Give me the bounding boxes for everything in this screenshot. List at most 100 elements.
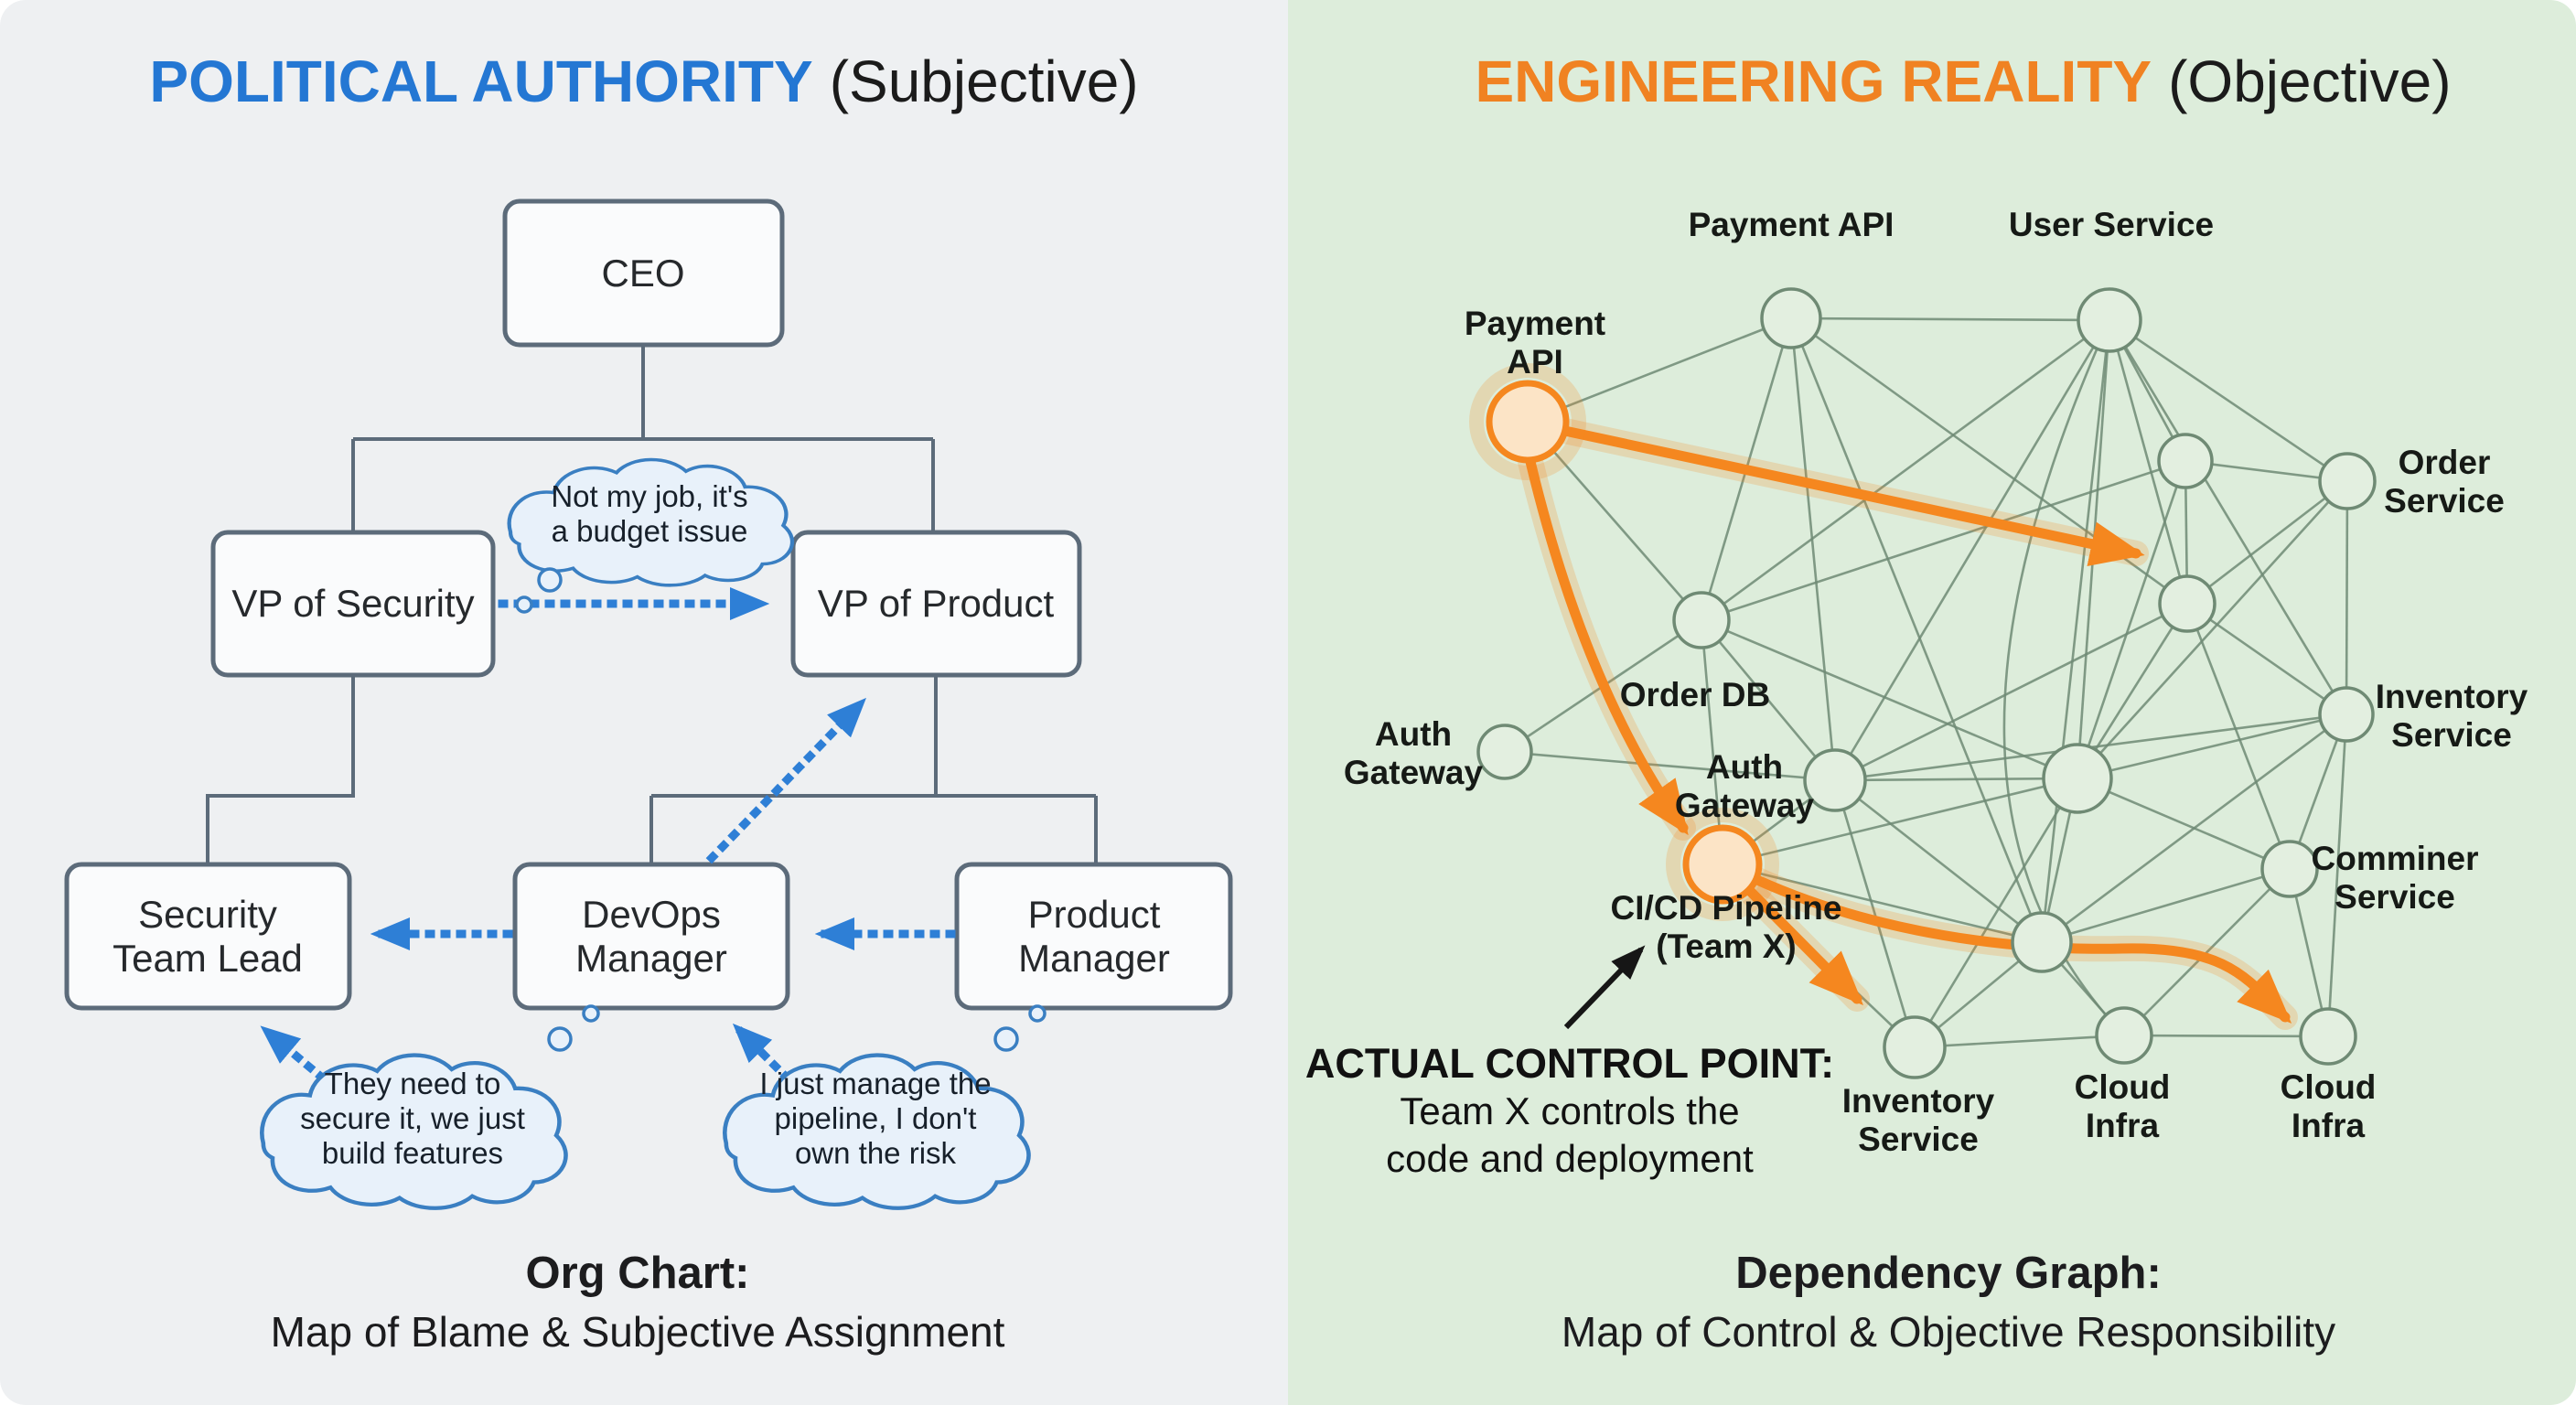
- control-path: [1522, 424, 2292, 1024]
- right-title-main: ENGINEERING REALITY: [1475, 48, 2152, 114]
- secure-cloud-text: They need to secure it, we just build fe…: [300, 1067, 525, 1171]
- node-unlabeled-1: [2157, 433, 2214, 489]
- cicd-line2: (Team X): [1656, 928, 1797, 965]
- annotation-heading: ACTUAL CONTROL POINT:: [1304, 1040, 1835, 1087]
- devops-line1: DevOps: [582, 893, 721, 936]
- pipeline-line3: own the risk: [794, 1136, 957, 1170]
- cicd-label: CI/CD Pipeline (Team X): [1611, 889, 1842, 966]
- inventory-service-label: Inventory Service: [2376, 678, 2528, 755]
- inventory-service-line1: Inventory: [2375, 678, 2528, 715]
- org-chart-connectors: [206, 345, 1098, 864]
- cloud-infra-mid-line1: Cloud: [2074, 1068, 2171, 1106]
- payment-api-label: Payment API: [1465, 305, 1605, 381]
- inventory-service-bottom-line1: Inventory: [1841, 1082, 1995, 1120]
- payment-api-line2: API: [1507, 343, 1563, 381]
- orange-edge-cicd-to-cloudinfra: [1752, 874, 2292, 1024]
- left-title: POLITICAL AUTHORITY (Subjective): [0, 48, 1288, 115]
- inventory-service-line2: Service: [2391, 716, 2512, 754]
- security-team-lead-line1: Security: [138, 893, 277, 936]
- product-line1: Product: [1027, 893, 1161, 936]
- pipeline-line1: I just manage the: [759, 1067, 992, 1100]
- node-cicd-orange: [1682, 824, 1763, 905]
- node-inventory-service: [2318, 686, 2375, 743]
- order-service-line2: Service: [2384, 482, 2505, 520]
- thought-clouds: [262, 460, 1046, 1208]
- vp-product-label: VP of Product: [817, 582, 1055, 625]
- cloud-infra-mid-label: Cloud Infra: [2075, 1068, 2171, 1145]
- cloud-infra-right-label: Cloud Infra: [2281, 1068, 2377, 1145]
- ceo-label: CEO: [601, 252, 685, 295]
- budget-line2: a budget issue: [551, 514, 748, 548]
- node-user-service: [2077, 287, 2142, 353]
- auth-gateway-line2: Gateway: [1674, 787, 1815, 824]
- inventory-service-bottom-label: Inventory Service: [1842, 1082, 1995, 1159]
- pipeline-line2: pipeline, I don't: [774, 1101, 977, 1135]
- comminer-service-label: Comminer Service: [2312, 840, 2479, 917]
- arrow-devops-to-vpproduct: [705, 696, 868, 864]
- devops-line2: Manager: [575, 937, 727, 980]
- left-caption-title: Org Chart:: [525, 1249, 750, 1298]
- arrow-cloud-to-devops: [731, 1022, 793, 1084]
- org-chart-boxes: [64, 198, 1233, 1011]
- left-caption: Org Chart: Map of Blame & Subjective Ass…: [271, 1244, 1005, 1361]
- blame-arrows: [259, 586, 956, 1084]
- product-line2: Manager: [1018, 937, 1170, 980]
- right-caption-subtitle: Map of Control & Objective Responsibilit…: [1561, 1308, 2336, 1356]
- right-title: ENGINEERING REALITY (Objective): [1319, 48, 2576, 115]
- budget-line1: Not my job, it's: [551, 479, 748, 513]
- vp-product-box: [790, 530, 1082, 678]
- node-order-service: [2318, 452, 2377, 510]
- payment-api-top-label: Payment API: [1688, 206, 1894, 243]
- node-hub: [2042, 743, 2113, 814]
- secure-line2: secure it, we just: [300, 1101, 525, 1135]
- annotation-line2: code and deployment: [1386, 1137, 1754, 1180]
- node-payment-api-top: [1760, 287, 1822, 349]
- annotation-line1: Team X controls the: [1400, 1089, 1740, 1132]
- budget-cloud-text: Not my job, it's a budget issue: [551, 479, 747, 549]
- pipeline-cloud-text: I just manage the pipeline, I don't own …: [759, 1067, 991, 1171]
- secure-line1: They need to: [324, 1067, 501, 1100]
- right-caption: Dependency Graph: Map of Control & Objec…: [1562, 1244, 2335, 1361]
- node-center-bottom: [2011, 911, 2073, 973]
- devops-manager-box: [512, 862, 790, 1011]
- inventory-service-bottom-line2: Service: [1858, 1121, 1979, 1158]
- auth-gateway-line1: Auth: [1705, 748, 1784, 786]
- orange-edge-paymentapi-to-cicd: [1522, 445, 1689, 836]
- comminer-service-line2: Service: [2334, 878, 2455, 916]
- control-point-annotation: ACTUAL CONTROL POINT: Team X controls th…: [1305, 1040, 1834, 1183]
- auth-gateway-left-line1: Auth: [1374, 715, 1453, 753]
- order-db-label: Order DB: [1619, 676, 1771, 713]
- security-team-lead-label: Security Team Lead: [113, 893, 303, 981]
- secure-line3: build features: [321, 1136, 504, 1170]
- node-payment-api-orange: [1486, 380, 1570, 464]
- node-auth-gateway-left: [1476, 724, 1533, 780]
- vp-security-label: VP of Security: [231, 582, 475, 625]
- cloud-infra-right-line1: Cloud: [2280, 1068, 2377, 1106]
- security-team-lead-line2: Team Lead: [113, 937, 303, 980]
- cloud-infra-mid-line2: Infra: [2085, 1107, 2160, 1144]
- auth-gateway-left-line2: Gateway: [1343, 754, 1484, 791]
- security-team-lead-box: [64, 862, 352, 1011]
- right-title-suffix: (Objective): [2168, 48, 2452, 114]
- left-title-main: POLITICAL AUTHORITY: [149, 48, 813, 114]
- node-inventory-service-bottom: [1883, 1015, 1947, 1079]
- right-caption-title: Dependency Graph:: [1735, 1249, 2162, 1298]
- cloud-infra-right-line2: Infra: [2291, 1107, 2366, 1144]
- vp-security-box: [210, 530, 496, 678]
- auth-gateway-label: Auth Gateway: [1675, 748, 1814, 825]
- highlighted-nodes: [1469, 363, 1779, 921]
- thought-bubbles: [515, 567, 1046, 1052]
- orange-edge-cicd-to-inventory: [1744, 885, 1863, 1006]
- auth-gateway-left-label: Auth Gateway: [1344, 715, 1483, 792]
- product-manager-box: [954, 862, 1233, 1011]
- product-manager-label: Product Manager: [1018, 893, 1170, 981]
- node-cloud-infra-right: [2299, 1007, 2357, 1066]
- dependency-nodes: [1476, 287, 2377, 1079]
- control-point-arrow: [1563, 945, 1646, 1030]
- comminer-service-line1: Comminer: [2311, 840, 2479, 877]
- node-unlabeled-2: [2158, 574, 2216, 633]
- node-auth-gateway: [1803, 748, 1867, 812]
- orange-edge-paymentapi-to-node: [1555, 424, 2145, 567]
- payment-api-line1: Payment: [1464, 305, 1606, 342]
